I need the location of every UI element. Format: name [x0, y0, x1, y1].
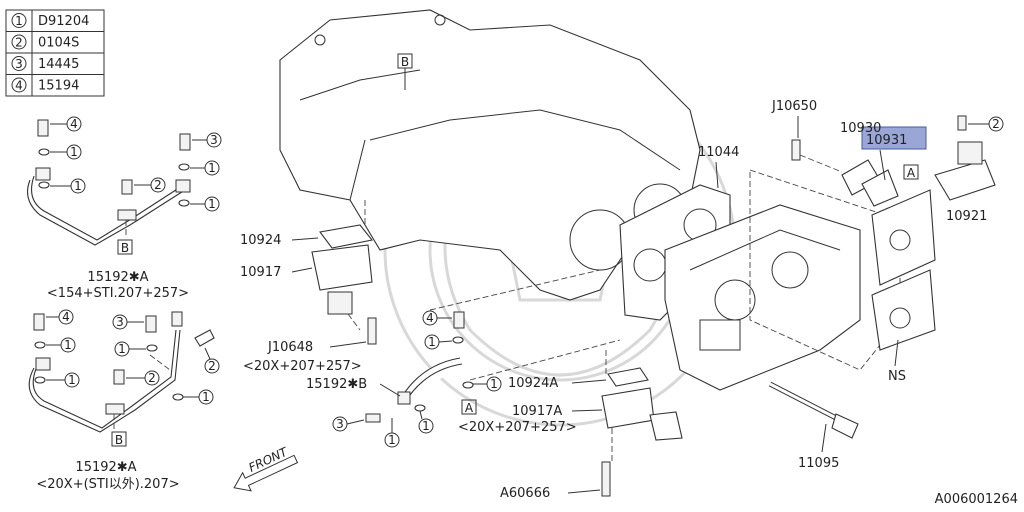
front-label: FRONT — [246, 444, 291, 475]
part-j10648[interactable]: J10648 — [267, 340, 313, 355]
legend-code-4[interactable]: 15194 — [38, 79, 79, 94]
callout-1: 1 — [118, 342, 126, 356]
part-10924[interactable]: 10924 — [240, 233, 281, 248]
diagram-code: A006001264 — [935, 492, 1018, 507]
callout-1: 1 — [428, 335, 436, 349]
callout-3: 3 — [116, 315, 124, 329]
part-10930[interactable]: 10930 — [840, 121, 881, 136]
legend-table: 1 2 3 4 D91204 0104S 14445 15194 — [5, 9, 105, 97]
oil-pipe-assembly-lower[interactable] — [28, 311, 215, 433]
engine-block: B — [279, 9, 701, 301]
part-15192a-upper[interactable]: 15192✱A — [87, 270, 148, 285]
head-bolt[interactable] — [768, 381, 859, 439]
callout-1: 1 — [208, 161, 216, 175]
part-10917[interactable]: 10917 — [240, 265, 281, 280]
legend-num-1: 1 — [15, 14, 23, 28]
callout-1: 1 — [70, 145, 78, 159]
part-10921[interactable]: 10921 — [946, 209, 987, 224]
callout-1: 1 — [208, 197, 216, 211]
callout-2: 2 — [148, 371, 156, 385]
part-ns[interactable]: NS — [888, 369, 906, 384]
part-15192b[interactable]: 15192✱B — [306, 377, 367, 392]
part-11095[interactable]: 11095 — [798, 456, 839, 471]
callout-2: 2 — [208, 359, 216, 373]
part-10917a-note: <20X+207+257> — [458, 420, 577, 435]
legend-code-3[interactable]: 14445 — [38, 57, 79, 72]
part-j10648-note: <20X+207+257> — [243, 359, 362, 374]
callout-2: 2 — [992, 117, 1000, 131]
part-10917a[interactable]: 10917A — [512, 404, 562, 419]
callout-1: 1 — [74, 179, 82, 193]
ref-b-box: B — [115, 433, 123, 447]
ref-b-box: B — [401, 55, 409, 69]
part-15192a-lower[interactable]: 15192✱A — [75, 460, 136, 475]
part-a60666[interactable]: A60666 — [500, 486, 550, 501]
part-15192a-lower-note: <20X+(STI以外).207> — [36, 477, 179, 492]
callout-4: 4 — [70, 117, 78, 131]
part-j10650[interactable]: J10650 — [771, 99, 817, 114]
callouts-upper-left: 4 1 1 3 1 2 1 B — [50, 116, 222, 255]
cover-plate[interactable] — [841, 159, 899, 207]
legend-num-2: 2 — [15, 36, 23, 50]
legend-code-1[interactable]: D91204 — [38, 14, 89, 29]
oil-pipe-15192b[interactable] — [365, 311, 474, 423]
callout-1: 1 — [64, 338, 72, 352]
callout-1: 1 — [68, 373, 76, 387]
ref-a-box: A — [465, 401, 474, 415]
callout-4: 4 — [426, 311, 434, 325]
ref-b-box: B — [121, 241, 129, 255]
oil-pipe-assembly-upper[interactable] — [27, 119, 191, 246]
solenoid-valve-10924a[interactable] — [601, 350, 683, 497]
cylinder-head[interactable] — [664, 204, 861, 391]
part-10931-highlight — [861, 126, 927, 150]
callout-1: 1 — [388, 433, 396, 447]
callout-3: 3 — [210, 133, 218, 147]
camshaft-cover-ns[interactable] — [871, 189, 936, 351]
bolt-j10650 — [791, 139, 801, 161]
callout-3: 3 — [336, 417, 344, 431]
callouts-lower-left: 4 1 1 3 1 2 2 1 B — [46, 309, 220, 447]
ref-a-box: A — [907, 166, 916, 180]
legend-code-2[interactable]: 0104S — [38, 36, 79, 51]
legend-num-3: 3 — [15, 57, 23, 71]
guide-line — [469, 339, 621, 381]
callout-1: 1 — [202, 390, 210, 404]
part-10931[interactable]: 10931 — [866, 133, 907, 148]
part-11044[interactable]: 11044 — [698, 145, 739, 160]
callout-1: 1 — [490, 377, 498, 391]
callout-2: 2 — [154, 178, 162, 192]
legend-num-4: 4 — [15, 79, 23, 93]
part-15192a-upper-note: <154+STI.207+257> — [47, 286, 189, 301]
solenoid-valve-10924[interactable] — [311, 200, 373, 331]
callout-4: 4 — [62, 310, 70, 324]
bolt-j10648 — [367, 317, 377, 345]
callout-1: 1 — [422, 419, 430, 433]
oil-control-valve[interactable] — [934, 115, 996, 201]
bolt-a60666 — [601, 461, 611, 497]
part-10924a[interactable]: 10924A — [508, 376, 558, 391]
guide-line — [429, 269, 601, 311]
front-direction-arrow: FRONT — [233, 444, 299, 492]
